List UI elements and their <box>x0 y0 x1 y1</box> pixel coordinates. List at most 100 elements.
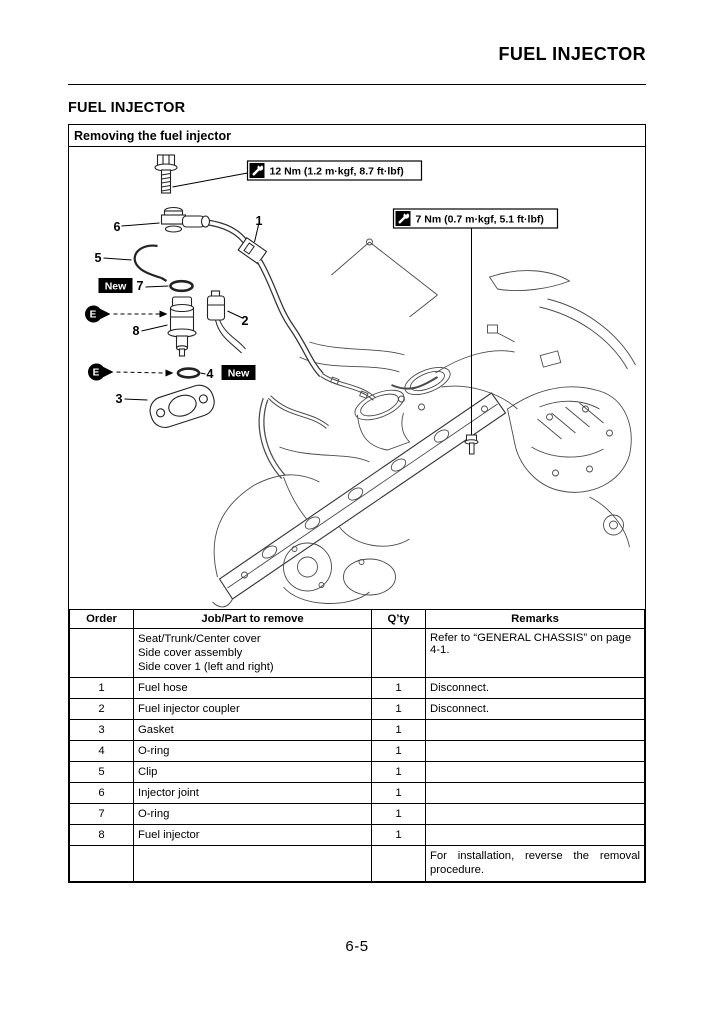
col-header-order: Order <box>69 609 134 629</box>
figure-box: Removing the fuel injector <box>68 124 646 883</box>
grease-icon-e: E <box>88 363 114 381</box>
cell-order: 6 <box>69 782 134 805</box>
injector-joint <box>160 206 211 233</box>
cell-remarks <box>425 803 645 826</box>
callout-1: 1 <box>256 214 263 228</box>
torque-spec-badge-12nm: 12 Nm (1.2 m·kgf, 8.7 ft·lbf) <box>246 160 423 181</box>
arrowhead <box>159 310 168 318</box>
cell-job: Seat/Trunk/Center cover Side cover assem… <box>133 627 372 679</box>
table-row: 3 Gasket 1 <box>69 719 645 742</box>
table-row: Seat/Trunk/Center cover Side cover assem… <box>69 627 645 679</box>
retaining-clip <box>133 244 168 282</box>
fuel-hose <box>204 219 324 378</box>
cell-job: Fuel hose <box>133 677 372 700</box>
cell-qty: 1 <box>371 719 426 742</box>
page-number: 6-5 <box>345 938 369 955</box>
cell-qty: 1 <box>371 761 426 784</box>
cell-qty: 1 <box>371 677 426 700</box>
cell-remarks: Refer to “GENERAL CHASSIS” on page 4-1. <box>425 627 645 679</box>
cell-order: 1 <box>69 677 134 700</box>
cell-job: Gasket <box>133 719 372 742</box>
callout-4: 4 <box>207 367 214 381</box>
wrench-icon <box>395 210 411 226</box>
cell-job: Clip <box>133 761 372 784</box>
grease-icon-e: E <box>85 305 111 323</box>
parts-table: Order Job/Part to remove Q’ty Remarks Se… <box>69 609 645 882</box>
new-badge: New <box>98 278 133 293</box>
svg-text:E: E <box>93 368 100 379</box>
diagram-svg: 12 Nm (1.2 m·kgf, 8.7 ft·lbf) 7 Nm (0.7 … <box>85 154 636 608</box>
svg-text:New: New <box>105 281 127 293</box>
cell-remarks: Disconnect. <box>425 677 645 700</box>
callout-6: 6 <box>114 220 121 234</box>
cell-order: 3 <box>69 719 134 742</box>
cell-remarks <box>425 719 645 742</box>
torque-label-12nm: 12 Nm (1.2 m·kgf, 8.7 ft·lbf) <box>270 166 404 178</box>
callout-2: 2 <box>242 314 249 328</box>
fuel-injector-part <box>167 296 197 357</box>
table-row: 7 O-ring 1 <box>69 803 645 826</box>
cell-qty: 1 <box>371 740 426 763</box>
engine-illustration <box>212 238 636 608</box>
col-header-qty: Q’ty <box>371 609 426 629</box>
cell-remarks <box>425 740 645 763</box>
cell-qty: 1 <box>371 782 426 805</box>
cell-job: O-ring <box>133 740 372 763</box>
cell-remarks <box>425 761 645 784</box>
o-ring-lower <box>176 367 201 379</box>
arrowhead <box>165 369 174 377</box>
cell-order: 2 <box>69 698 134 721</box>
new-badge: New <box>221 365 256 380</box>
table-row: 5 Clip 1 <box>69 761 645 784</box>
cell-remarks: Disconnect. <box>425 698 645 721</box>
cell-job: O-ring <box>133 803 372 826</box>
torque-spec-badge-7nm: 7 Nm (0.7 m·kgf, 5.1 ft·lbf) <box>392 208 559 229</box>
svg-text:E: E <box>90 310 97 321</box>
callout-5: 5 <box>95 251 102 265</box>
table-row: 6 Injector joint 1 <box>69 782 645 805</box>
running-header-title: FUEL INJECTOR <box>498 44 646 64</box>
cell-order <box>69 845 134 882</box>
cell-job: Fuel injector coupler <box>133 698 372 721</box>
callout-3: 3 <box>116 392 123 406</box>
table-row: 8 Fuel injector 1 <box>69 824 645 847</box>
callout-7: 7 <box>137 279 144 293</box>
cell-remarks <box>425 824 645 847</box>
grease-arrow-dashed <box>116 371 166 374</box>
cell-qty: 1 <box>371 803 426 826</box>
cell-qty <box>371 627 426 679</box>
flange-bolt <box>154 154 178 194</box>
gasket <box>149 384 215 429</box>
cell-job: Fuel injector <box>133 824 372 847</box>
table-row: 1 Fuel hose 1 Disconnect. <box>69 677 645 700</box>
leader-lines <box>103 172 472 435</box>
table-row: 2 Fuel injector coupler 1 Disconnect. <box>69 698 645 721</box>
cell-remarks: For installation, reverse the removal pr… <box>425 845 645 882</box>
engine-bolt <box>464 434 479 455</box>
callout-8: 8 <box>133 324 140 338</box>
cell-qty <box>371 845 426 882</box>
cell-order: 4 <box>69 740 134 763</box>
cell-order: 5 <box>69 761 134 784</box>
table-header-row: Order Job/Part to remove Q’ty Remarks <box>69 609 645 629</box>
cell-order: 8 <box>69 824 134 847</box>
exploded-view-diagram: 12 Nm (1.2 m·kgf, 8.7 ft·lbf) 7 Nm (0.7 … <box>69 147 645 609</box>
injector-coupler <box>206 290 246 354</box>
torque-label-7nm: 7 Nm (0.7 m·kgf, 5.1 ft·lbf) <box>416 214 544 226</box>
cell-job: Injector joint <box>133 782 372 805</box>
cell-order: 7 <box>69 803 134 826</box>
col-header-job: Job/Part to remove <box>133 609 372 629</box>
cell-order <box>69 627 134 679</box>
table-row: For installation, reverse the removal pr… <box>69 845 645 882</box>
col-header-remarks: Remarks <box>425 609 645 629</box>
figure-title: Removing the fuel injector <box>69 125 645 147</box>
cell-remarks <box>425 782 645 805</box>
cell-qty: 1 <box>371 698 426 721</box>
section-title: FUEL INJECTOR <box>68 100 186 116</box>
header-divider <box>68 84 646 85</box>
table-row: 4 O-ring 1 <box>69 740 645 763</box>
o-ring-upper <box>169 279 194 293</box>
cell-job <box>133 845 372 882</box>
cell-qty: 1 <box>371 824 426 847</box>
svg-text:New: New <box>228 368 250 380</box>
